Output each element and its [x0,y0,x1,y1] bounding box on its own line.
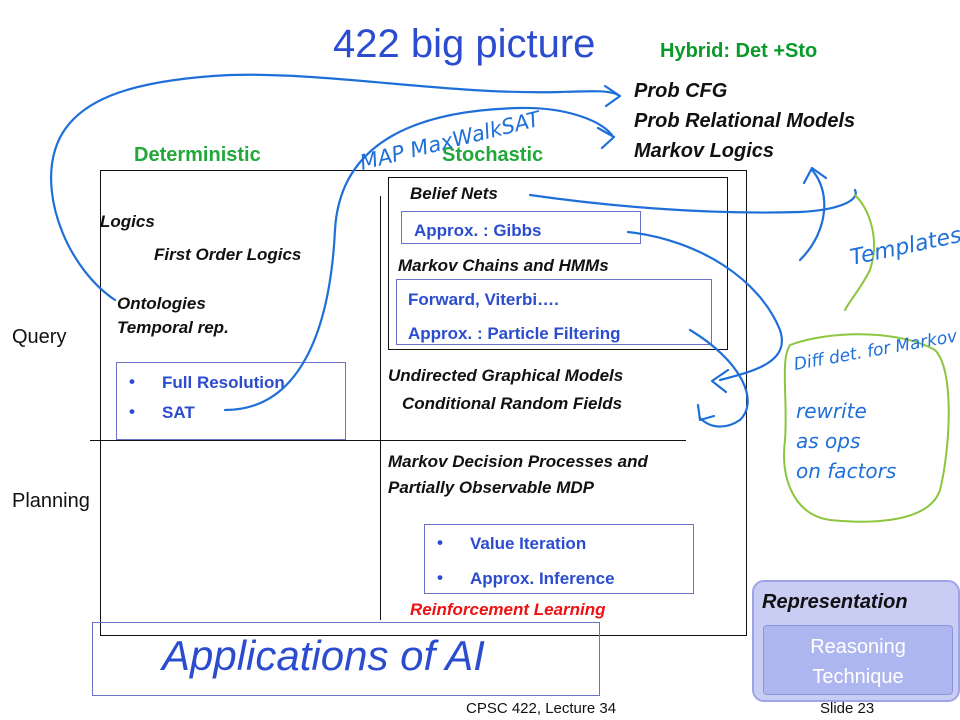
belief-approx-gibbs: Approx. : Gibbs [414,221,542,240]
ink-templates: Templates [848,223,960,271]
logics-label: Logics [100,212,155,231]
belief-approx-box [401,211,641,244]
ink-arrowhead-sat [596,126,616,150]
ink-arrow-particle [688,328,749,428]
applications-label: Applications of AI [162,632,485,679]
row-query: Query [12,326,67,348]
first-order-logics-label: First Order Logics [154,245,302,264]
pomdp-label: Partially Observable MDP [388,478,594,497]
temporal-rep-label: Temporal rep. [117,318,229,337]
applications-box [92,622,600,696]
bullet-full-resolution: • [129,372,135,391]
planning-techniques-box [424,524,694,594]
markov-techniques-box [396,279,712,345]
ink-arrow-ontologies [50,73,620,302]
markov-approx-particle: Approx. : Particle Filtering [408,324,621,343]
ink-arrow-belief [528,188,857,214]
bullet-approx-inference: • [437,568,443,587]
deterministic-techniques-box [116,362,346,440]
ink-arrowhead-markov-logics [802,166,828,185]
slide-title: 422 big picture [333,22,596,66]
stochastic-query-box [388,177,728,350]
bullet-value-iteration: • [437,533,443,552]
technique-value-iteration: Value Iteration [470,534,587,553]
representation-label: Representation [762,591,908,613]
reinforcement-learning-label: Reinforcement Learning [410,600,606,619]
bullet-sat: • [129,402,135,421]
ink-arrow-markov-logics [798,168,826,262]
technique-full-resolution: Full Resolution [162,373,285,392]
column-stochastic: Stochastic [442,144,544,166]
belief-nets-label: Belief Nets [410,184,498,203]
hybrid-heading: Hybrid: Det +Sto [660,40,818,62]
ink-green-bracket [844,194,876,311]
reasoning-legend [763,625,953,695]
footer-course: CPSC 422, Lecture 34 [466,700,617,717]
hybrid-item-markov-logics: Markov Logics [634,140,775,162]
hybrid-item-prob-cfg: Prob CFG [634,80,728,102]
ink-green-bubble [783,333,950,523]
row-planning: Planning [12,490,90,512]
ink-arrowhead-gibbs [710,368,730,394]
footer-slide: Slide 23 [820,700,875,717]
ink-diff-det: Diff det. for Markov Blanket [792,314,960,375]
markov-chains-label: Markov Chains and HMMs [398,256,609,275]
markov-forward-viterbi: Forward, Viterbi…. [408,290,559,309]
technique-sat: SAT [162,403,195,422]
hybrid-item-prob-relational: Prob Relational Models [634,110,856,132]
ink-arrow-sat [223,106,614,412]
column-deterministic: Deterministic [134,144,261,166]
reasoning-label: Reasoning Technique [810,636,906,688]
crf-label: Conditional Random Fields [402,394,623,413]
technique-approx-inference: Approx. Inference [470,569,615,588]
row-divider [90,440,686,441]
ink-arrowhead-particle [696,403,716,422]
undirected-label: Undirected Graphical Models [388,366,624,385]
mdp-label: Markov Decision Processes and [388,452,648,471]
ontologies-label: Ontologies [117,294,206,313]
ink-arrow-gibbs [626,230,783,382]
ink-arrowhead-prob-cfg [603,84,622,108]
column-divider [380,196,381,620]
